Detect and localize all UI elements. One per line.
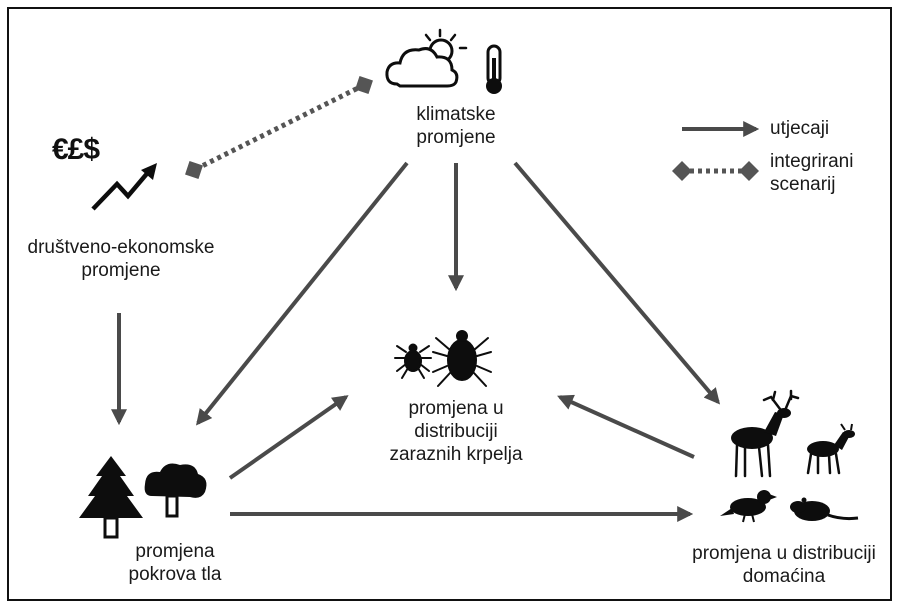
deer-icon — [731, 391, 798, 476]
arrow-land-to-ticks — [230, 397, 346, 478]
rising-trend-icon — [93, 163, 157, 209]
dotted-climate-socio — [194, 85, 364, 170]
rodent-icon — [790, 498, 858, 522]
legend-dotted-label: integrirani scenarij — [770, 150, 853, 196]
legend-solid-label: utjecaji — [770, 117, 829, 140]
socio-economic-label: društveno-ekonomske promjene — [16, 236, 226, 282]
fawn-icon — [807, 424, 855, 473]
cloud-sun-icon — [387, 30, 466, 86]
climate-label: klimatske promjene — [404, 103, 508, 149]
arrow-hosts-to-ticks — [560, 397, 694, 457]
tick-icon — [395, 331, 491, 386]
arrow-climate-to-hosts — [515, 163, 718, 402]
crow-icon — [720, 490, 777, 522]
arrow-climate-to-land — [198, 163, 407, 423]
tree-icon — [79, 456, 206, 537]
hosts-label: promjena u distribuciji domaćina — [684, 542, 884, 588]
currency-symbols: €£$ — [52, 133, 99, 167]
thermometer-icon — [486, 46, 502, 94]
ticks-label: promjena u distribuciji zaraznih krpelja — [380, 397, 532, 466]
land-cover-label: promjena pokrova tla — [120, 540, 230, 586]
